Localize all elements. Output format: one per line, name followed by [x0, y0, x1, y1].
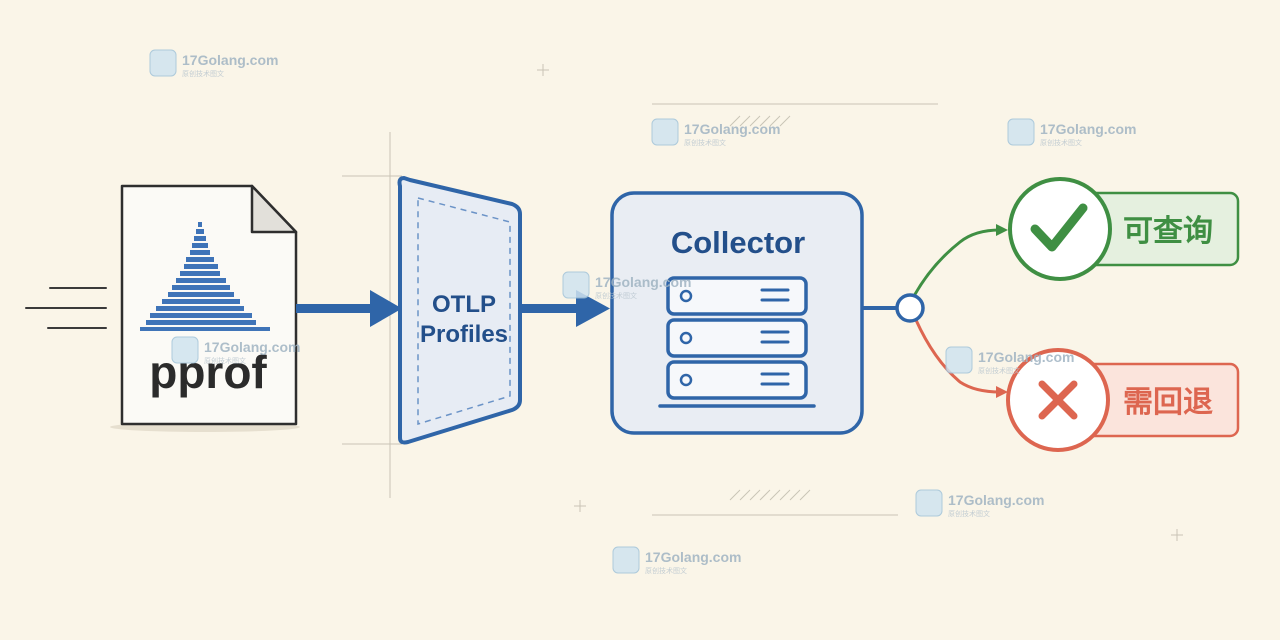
- pprof-document: pprof: [110, 184, 300, 432]
- watermark: 17Golang.com 原创技术图文: [171, 336, 300, 365]
- svg-text:原创技术图文: 原创技术图文: [978, 366, 1020, 375]
- svg-text:原创技术图文: 原创技术图文: [595, 291, 637, 300]
- svg-text:原创技术图文: 原创技术图文: [1040, 138, 1082, 147]
- collector-label: Collector: [671, 225, 805, 260]
- branch-fail-line: [914, 319, 1001, 394]
- svg-text:原创技术图文: 原创技术图文: [182, 69, 224, 78]
- cross-icon: [1038, 380, 1078, 420]
- junction-node: [895, 293, 925, 323]
- svg-text:17Golang.com: 17Golang.com: [1040, 121, 1136, 137]
- source-label: pprof: [149, 346, 267, 398]
- svg-text:原创技术图文: 原创技术图文: [684, 138, 726, 147]
- svg-text:17Golang.com: 17Golang.com: [684, 121, 780, 137]
- collector-node: Collector: [610, 191, 864, 435]
- server-stack-icon: [666, 276, 808, 400]
- server-indicators: [679, 289, 693, 387]
- page-fold-corner: [250, 184, 298, 234]
- motion-lines: [25, 287, 107, 329]
- arrow-otlp-to-collector: [520, 290, 610, 327]
- arrow-pprof-to-otlp: [296, 290, 402, 327]
- svg-text:原创技术图文: 原创技术图文: [204, 356, 246, 365]
- watermark: 17Golang.com 原创技术图文: [562, 271, 691, 300]
- svg-text:原创技术图文: 原创技术图文: [948, 509, 990, 518]
- watermark: 17Golang.com 原创技术图文: [651, 118, 780, 147]
- branch-fail-arrowhead: [996, 386, 1008, 398]
- svg-text:17Golang.com: 17Golang.com: [978, 349, 1074, 365]
- watermark: 17Golang.com 原创技术图文: [945, 346, 1074, 375]
- server-slots: [760, 288, 790, 386]
- svg-text:17Golang.com: 17Golang.com: [182, 52, 278, 68]
- watermark: 17Golang.com 原创技术图文: [149, 49, 278, 78]
- outcome-fail: 需回退: [1006, 348, 1240, 452]
- watermark: 17Golang.com 原创技术图文: [1007, 118, 1136, 147]
- watermark: 17Golang.com 原创技术图文: [612, 546, 741, 575]
- svg-text:17Golang.com: 17Golang.com: [645, 549, 741, 565]
- branch-ok-line: [912, 228, 1001, 297]
- document-icon: [120, 184, 298, 426]
- svg-text:17Golang.com: 17Golang.com: [595, 274, 691, 290]
- watermarks: 17Golang.com 原创技术图文 17Golang.com 原创技术图文 …: [149, 49, 1136, 575]
- svg-text:原创技术图文: 原创技术图文: [645, 566, 687, 575]
- svg-text:17Golang.com: 17Golang.com: [204, 339, 300, 355]
- outcome-ok: 可查询: [1008, 177, 1240, 281]
- outcome-ok-label: 可查询: [1123, 214, 1213, 249]
- checkmark-icon: [1030, 203, 1088, 252]
- watermark: 17Golang.com 原创技术图文: [915, 489, 1044, 518]
- branch-ok-arrowhead: [996, 224, 1008, 236]
- svg-text:17Golang.com: 17Golang.com: [948, 492, 1044, 508]
- otlp-profiles-node: OTLP Profiles: [397, 176, 522, 445]
- flamegraph-icon: [140, 222, 270, 331]
- outcome-fail-label: 需回退: [1123, 385, 1213, 420]
- junction: [862, 224, 1008, 398]
- decorative-guides: [342, 64, 1183, 541]
- otlp-label-line2: Profiles: [420, 321, 508, 348]
- otlp-label-line1: OTLP: [432, 291, 496, 318]
